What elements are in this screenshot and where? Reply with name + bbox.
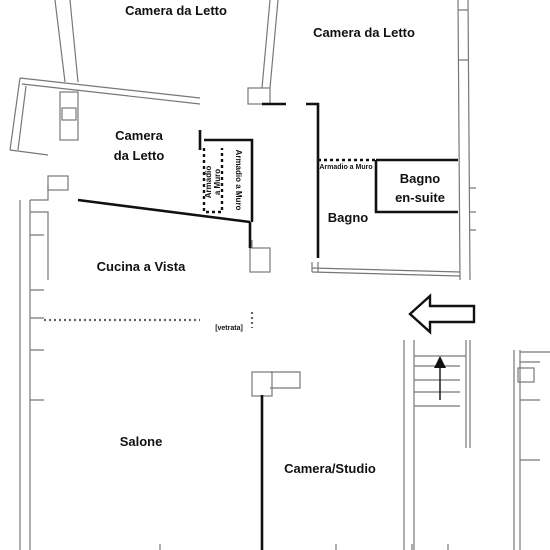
label-armadio-3: Armadio a Muro [319,164,372,171]
arrow-up-icon [434,356,446,400]
label-armadio-1a: Armadio [204,166,213,199]
label-cucina: Cucina a Vista [97,259,186,274]
label-bagno-ensuite-2: en-suite [395,190,445,205]
label-camera-middle-2: da Letto [114,148,165,163]
dashed-lines [44,148,376,328]
label-camera-middle-1: Camera [115,128,163,143]
interior-walls [77,102,458,550]
room-labels: Camera da Letto Camera da Letto Camera d… [97,3,445,476]
label-camera-top-left: Camera da Letto [125,3,227,18]
label-camera-studio: Camera/Studio [284,461,376,476]
label-armadio-1b: a Muro [213,169,222,195]
label-bagno-ensuite-1: Bagno [400,171,441,186]
label-armadio-2: Armadio a Muro [234,150,243,211]
label-salone: Salone [120,434,163,449]
label-camera-top-right: Camera da Letto [313,25,415,40]
arrow-left-icon [408,293,476,335]
label-vetrata: [vetrata] [215,325,243,332]
label-bagno: Bagno [328,210,369,225]
outer-walls [9,0,550,550]
